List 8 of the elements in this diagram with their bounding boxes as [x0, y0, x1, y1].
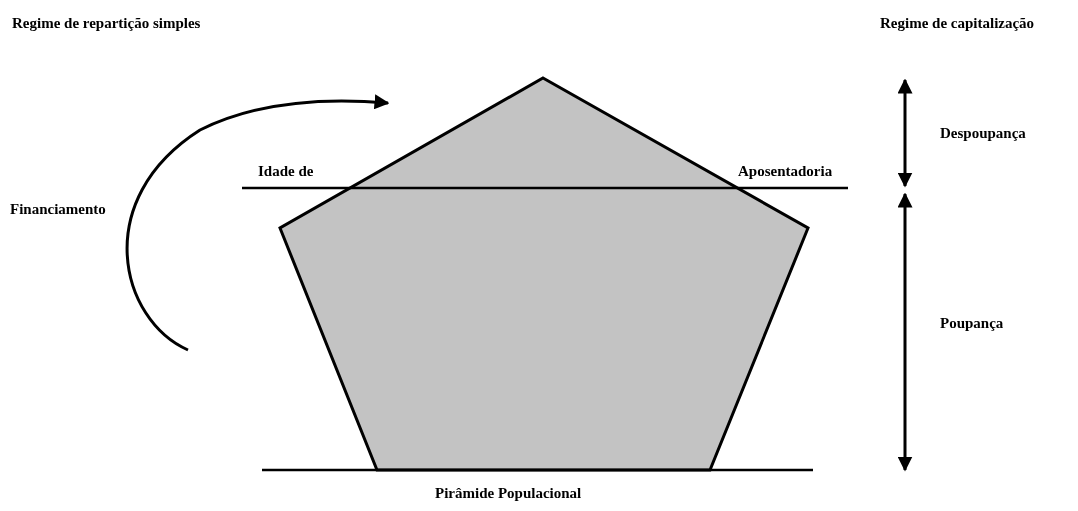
- regime-title: Regime de repartição simples: [12, 14, 201, 32]
- arrow-label: Financiamento: [10, 200, 106, 218]
- regime-title: Regime de capitalização: [880, 14, 1035, 32]
- phase-label: Poupança: [940, 314, 1004, 332]
- phase-label: Despoupança: [940, 124, 1026, 142]
- pyramid-caption: Pirâmide Populacional: [435, 484, 582, 502]
- line-label: Aposentadoria: [738, 162, 833, 180]
- line-label: Idade de: [258, 162, 314, 180]
